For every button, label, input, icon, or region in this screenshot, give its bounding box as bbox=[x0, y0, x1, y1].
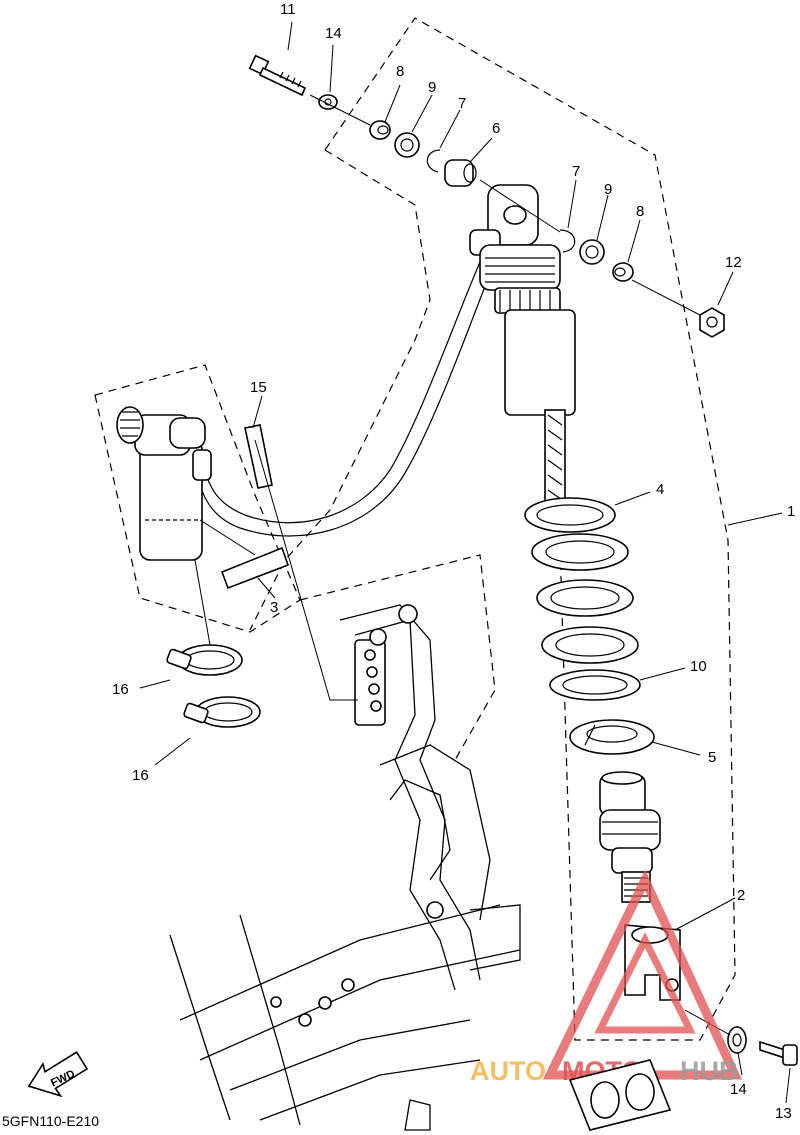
bolt-11 bbox=[248, 54, 307, 97]
collar-8-left bbox=[369, 120, 391, 140]
callout-16-upper: 16 bbox=[112, 681, 129, 698]
callout-5: 5 bbox=[708, 749, 716, 766]
hose-clamp-16-lower bbox=[183, 696, 261, 728]
rear-shock-absorber bbox=[469, 184, 580, 526]
washer-14-upper bbox=[318, 94, 338, 110]
callout-numbers: 11 14 8 9 7 6 7 9 8 12 15 4 1 3 10 16 5 … bbox=[112, 1, 795, 1122]
spring-seat bbox=[569, 719, 655, 755]
callout-6: 6 bbox=[492, 120, 500, 137]
callout-7-right: 7 bbox=[572, 163, 580, 180]
oil-seal-9-right bbox=[579, 239, 605, 265]
circlip-7-right bbox=[559, 229, 576, 253]
callout-15: 15 bbox=[250, 379, 267, 396]
callout-11: 11 bbox=[280, 1, 296, 18]
shock-reservoir bbox=[116, 406, 212, 561]
label-3 bbox=[220, 546, 290, 590]
reservoir-hose bbox=[204, 261, 481, 524]
shock-assembly-outline bbox=[249, 17, 736, 1041]
collar-8-right bbox=[612, 262, 634, 282]
oil-seal-9-left bbox=[394, 132, 420, 158]
frame-dashed-outline bbox=[299, 554, 496, 761]
circlip-7-left bbox=[426, 149, 441, 173]
frame-structure bbox=[169, 604, 521, 1131]
watermark-auto: AUTO bbox=[470, 1056, 546, 1086]
automotohub-watermark: AUTO MOTO HUB bbox=[470, 869, 743, 1086]
callout-2: 2 bbox=[737, 887, 745, 904]
diagram-code: 5GFN110-E210 bbox=[2, 1113, 99, 1129]
bump-stop bbox=[599, 771, 661, 903]
callout-9-right: 9 bbox=[604, 181, 612, 198]
bearing-6 bbox=[444, 159, 477, 187]
callout-9-left: 9 bbox=[428, 79, 436, 96]
hose-clamp-16-upper bbox=[166, 644, 243, 676]
callout-10: 10 bbox=[690, 658, 707, 675]
callout-4: 4 bbox=[656, 481, 664, 498]
callout-1: 1 bbox=[787, 503, 795, 520]
callout-12: 12 bbox=[725, 254, 742, 271]
washer-14-lower bbox=[727, 1026, 747, 1054]
callout-13: 13 bbox=[775, 1105, 792, 1122]
label-15 bbox=[244, 424, 273, 489]
lower-mount-block bbox=[568, 1059, 672, 1131]
fwd-arrow: FWD bbox=[27, 1051, 89, 1098]
callout-8-right: 8 bbox=[636, 203, 644, 220]
callout-8-left: 8 bbox=[396, 63, 404, 80]
nut-12 bbox=[699, 307, 725, 338]
shock-spring bbox=[524, 497, 641, 701]
callout-14-upper: 14 bbox=[325, 25, 342, 42]
bolt-13 bbox=[759, 1040, 798, 1066]
watermark-hub: HUB bbox=[680, 1056, 739, 1086]
callout-3: 3 bbox=[270, 599, 278, 616]
callout-14-lower: 14 bbox=[730, 1081, 747, 1098]
callout-7-left: 7 bbox=[458, 95, 466, 112]
callout-16-lower: 16 bbox=[132, 767, 149, 784]
callout-leaders bbox=[139, 21, 791, 1104]
